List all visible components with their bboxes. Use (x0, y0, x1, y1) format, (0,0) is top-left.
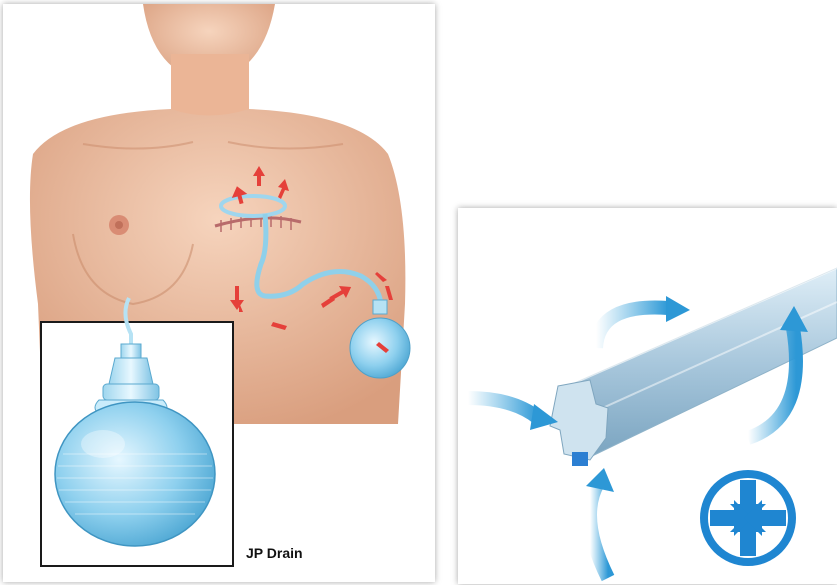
jp-drain-caption: JP Drain (246, 545, 303, 561)
jp-drain-illustration-panel: JP Drain (3, 4, 435, 582)
large-drain-bulb (55, 402, 215, 546)
drain-channel-panel (458, 208, 837, 584)
channel-opening (572, 452, 588, 466)
torso-drain-illustration (3, 4, 435, 582)
cross-flow-badge-icon (700, 470, 796, 566)
neck-shape (171, 54, 249, 122)
drain-channel-illustration (458, 208, 837, 584)
